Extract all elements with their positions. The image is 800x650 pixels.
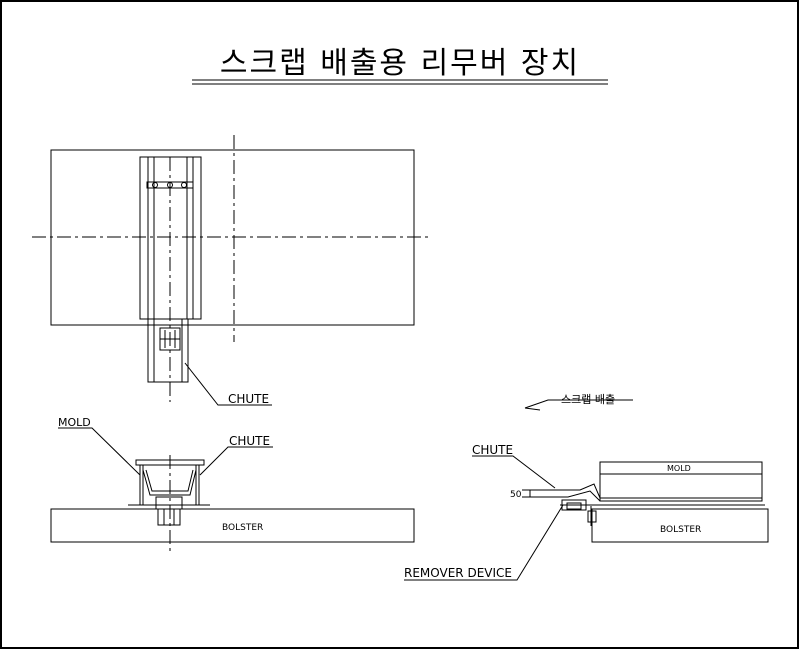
chute-side-leader	[472, 455, 556, 489]
remover-device-side	[561, 499, 587, 511]
top-view	[32, 135, 428, 406]
label-chute-top: CHUTE	[228, 392, 269, 406]
side-bolster	[591, 508, 769, 543]
label-remover-device: REMOVER DEVICE	[404, 566, 512, 580]
title-underline	[192, 79, 608, 85]
label-mold-side: MOLD	[667, 464, 691, 473]
remover-device-leader	[404, 504, 564, 581]
label-chute-front: CHUTE	[229, 434, 270, 448]
chute-extension	[147, 318, 189, 383]
remover-device-front	[155, 496, 183, 510]
scrap-out-arrow	[524, 399, 633, 409]
chute-front-leader	[199, 446, 273, 476]
front-view	[50, 427, 415, 555]
label-bolster-front: BOLSTER	[222, 523, 263, 533]
side-view	[404, 399, 769, 581]
chute-top-leader	[184, 362, 272, 406]
front-bolster	[50, 508, 415, 543]
label-chute-side: CHUTE	[472, 443, 513, 457]
label-scrap-out: 스크랩 배출	[561, 393, 615, 406]
mold-leader	[58, 427, 141, 476]
drawing-title: 스크랩 배출용 리무버 장치	[219, 46, 581, 81]
label-dim-50: 50	[510, 490, 522, 500]
label-bolster-side: BOLSTER	[660, 525, 701, 535]
label-mold-front: MOLD	[58, 416, 91, 429]
